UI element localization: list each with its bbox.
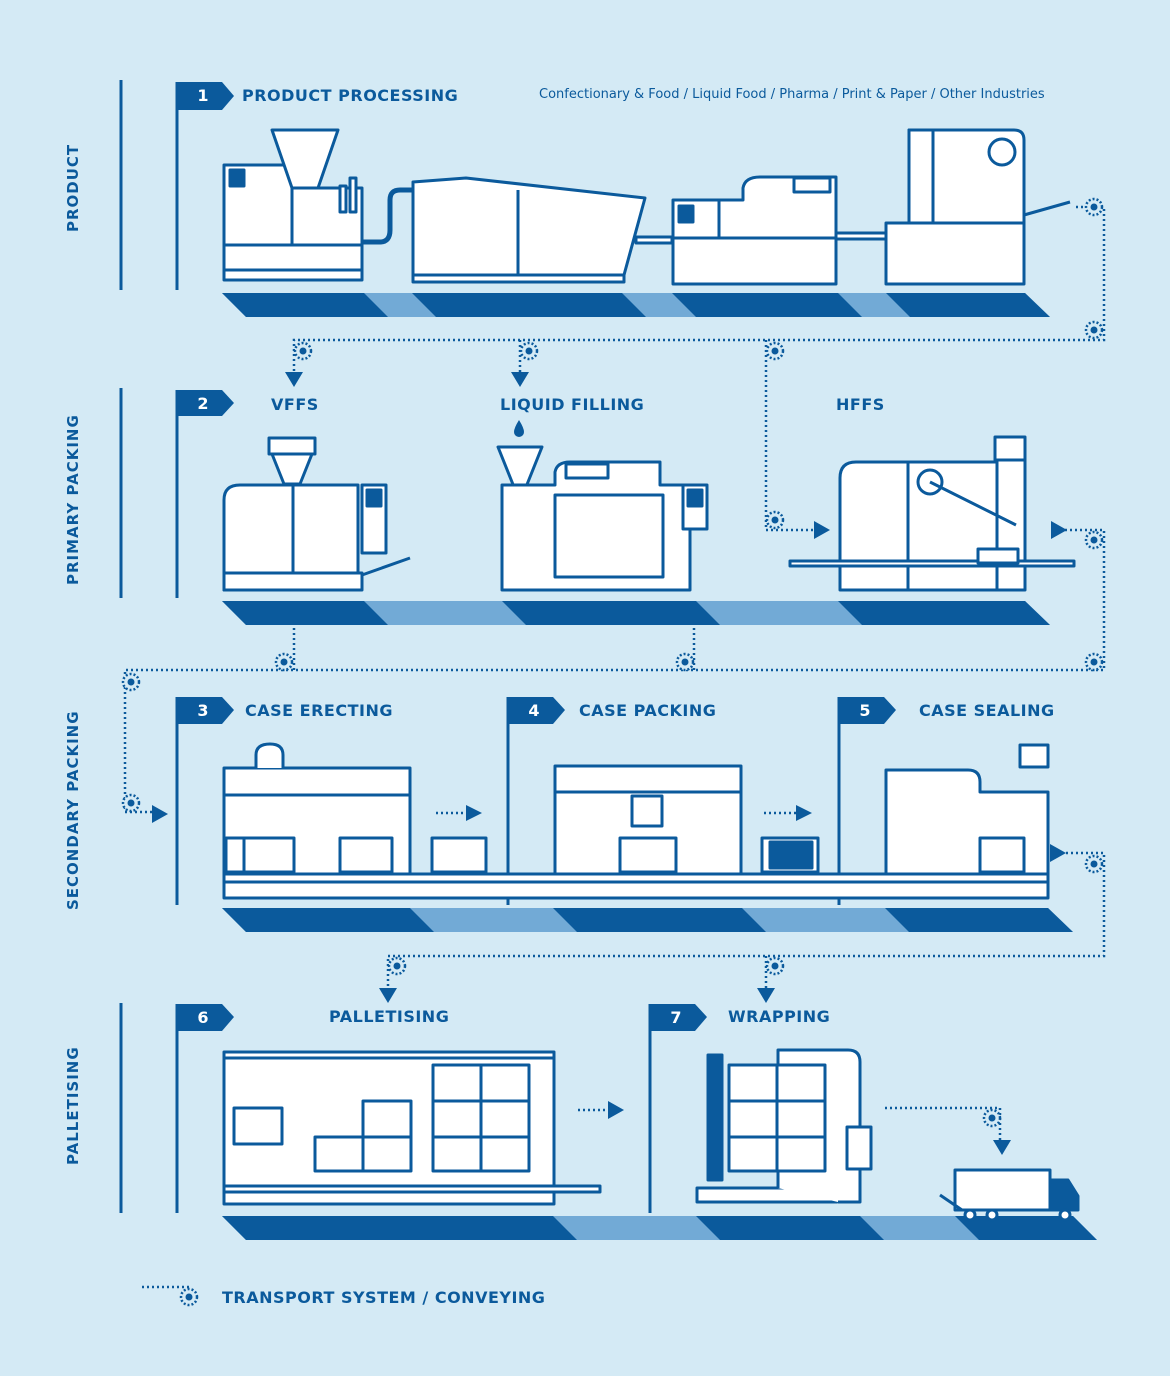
legend-label: TRANSPORT SYSTEM / CONVEYING — [222, 1288, 546, 1307]
step-title-case-packing: CASE PACKING — [579, 701, 717, 720]
step-number-2: 2 — [197, 394, 209, 413]
floors — [222, 293, 1097, 1240]
section-label-primary-packing: PRIMARY PACKING — [64, 414, 82, 585]
step-number-7: 7 — [670, 1008, 682, 1027]
step-badges — [176, 82, 896, 1031]
step-number-3: 3 — [197, 701, 209, 720]
section-label-product: PRODUCT — [64, 143, 82, 232]
step-title-liquid-filling: LIQUID FILLING — [500, 395, 645, 414]
industries-list: Confectionary & Food / Liquid Food / Pha… — [539, 87, 1045, 102]
step-title-product-processing: PRODUCT PROCESSING — [242, 86, 459, 105]
step-title-palletising: PALLETISING — [329, 1007, 450, 1026]
legend-roller-icon — [179, 1287, 199, 1307]
step-number-4: 4 — [528, 701, 540, 720]
section-label-palletising: PALLETISING — [64, 1046, 82, 1165]
step-title-case-erecting: CASE ERECTING — [245, 701, 393, 720]
step-number-5: 5 — [859, 701, 871, 720]
step-title-hffs: HFFS — [836, 395, 885, 414]
step-title-wrapping: WRAPPING — [728, 1007, 831, 1026]
section-label-secondary-packing: SECONDARY PACKING — [64, 710, 82, 910]
step-number-6: 6 — [197, 1008, 209, 1027]
arrows — [152, 372, 1067, 1155]
step-title-vffs: VFFS — [271, 395, 319, 414]
step-title-case-sealing: CASE SEALING — [919, 701, 1055, 720]
step-number-1: 1 — [197, 86, 209, 105]
